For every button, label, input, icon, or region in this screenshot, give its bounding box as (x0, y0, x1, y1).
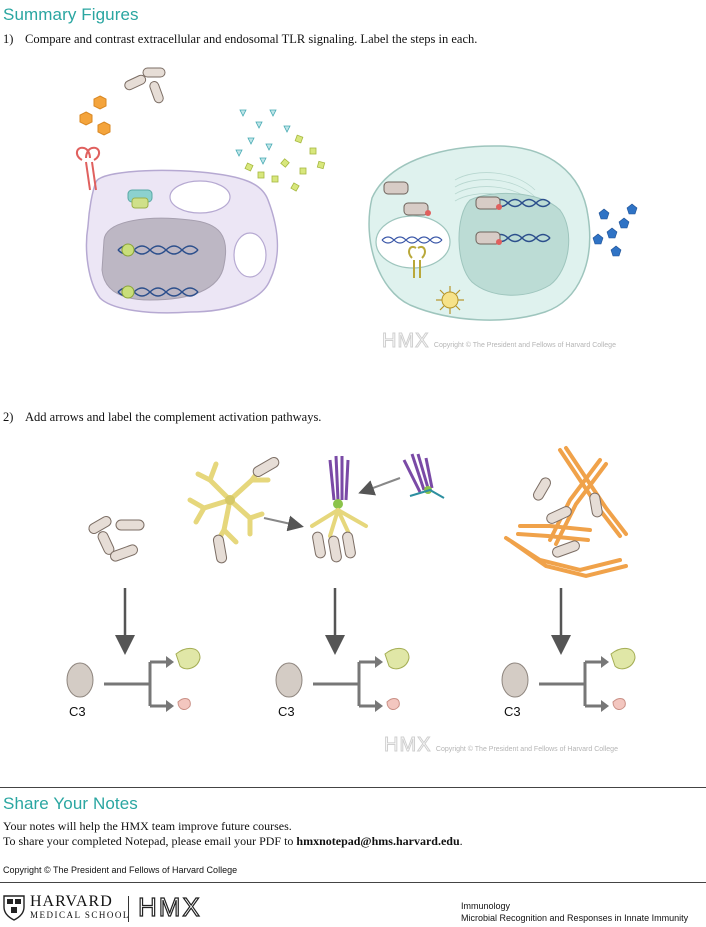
vesicle-icon-2 (233, 232, 267, 278)
watermark-text-2: Copyright © The President and Fellows of… (435, 746, 618, 753)
nucleus-icon-3 (458, 193, 570, 296)
bacteria-cluster-icon (88, 516, 145, 562)
triangle-ligand-icon (235, 109, 291, 165)
c3-cleavage-left (66, 648, 201, 712)
irf-protein-icon (383, 181, 501, 245)
transcription-factor-icon (121, 243, 135, 257)
c3-label-right: C3 (504, 704, 521, 719)
harvard-shield-icon (3, 895, 25, 921)
watermark-text: Copyright © The President and Fellows of… (433, 342, 616, 349)
share-line-2-prefix: To share your completed Notepad, please … (3, 834, 297, 848)
alternative-pathway-complex-icon (504, 446, 628, 579)
question-2: 2) Add arrows and label the complement ac… (3, 410, 321, 425)
logo-divider (128, 896, 129, 922)
copyright-notice: Copyright © The President and Fellows of… (3, 865, 238, 875)
lectin-arrow (263, 515, 304, 532)
hexagon-ligand-icon (79, 95, 111, 136)
c1q-molecule-icon (402, 453, 445, 499)
tlr-receptor-icon (76, 146, 100, 191)
share-line-2: To share your completed Notepad, please … (3, 834, 463, 849)
share-title: Share Your Notes (3, 794, 138, 813)
share-notes: Your notes will help the HMX team improv… (3, 819, 463, 849)
page-title: Summary Figures (3, 5, 139, 24)
question-1-text: Compare and contrast extracellular and e… (25, 32, 478, 46)
tlr-signaling-figure (76, 67, 638, 321)
bacteria-icon-2 (212, 457, 280, 564)
c3-cleavage-right (501, 648, 636, 712)
transcription-factor-icon-2 (121, 285, 135, 299)
endosome-dna-icon (381, 236, 443, 244)
divider (0, 787, 706, 788)
bacteria-cluster-icon-2 (533, 477, 603, 558)
vesicle-icon (169, 180, 231, 214)
complement-pathways-figure (66, 446, 636, 712)
question-1-number: 1) (3, 32, 14, 46)
module-title: Microbial Recognition and Responses in I… (461, 913, 689, 923)
hmx-logo: HMX (137, 891, 202, 922)
watermark-2: HMX Copyright © The President and Fellow… (383, 734, 618, 757)
c3-label-left: C3 (69, 704, 86, 719)
phosphate-icon (425, 204, 502, 245)
square-ligand-icon (244, 134, 326, 192)
share-email-link[interactable]: hmxnotepad@hms.harvard.edu (296, 834, 460, 848)
classical-arrow (358, 477, 401, 496)
nucleus-icon (101, 217, 227, 301)
bacteria-group-icon (124, 67, 166, 104)
c3-cleavage-center (275, 648, 410, 712)
harvard-medical-school-logo: HARVARD MEDICAL SCHOOL (30, 893, 130, 921)
c1-complex-icon (310, 455, 368, 563)
watermark-logo-2: HMX (383, 734, 432, 757)
c3-label-center: C3 (278, 704, 295, 719)
share-line-1: Your notes will help the HMX team improv… (3, 819, 292, 833)
footer-divider (0, 882, 706, 883)
medical-school-wordmark: MEDICAL SCHOOL (30, 910, 130, 920)
mbl-core-icon (225, 495, 235, 505)
virus-icon (436, 286, 464, 314)
watermark-1: HMX Copyright © The President and Fellow… (381, 330, 616, 353)
harvard-wordmark: HARVARD (30, 893, 113, 910)
pentagon-ligand-icon (592, 203, 638, 257)
course-title: Immunology (461, 901, 511, 911)
question-1: 1) Compare and contrast extracellular and… (3, 32, 477, 47)
question-2-number: 2) (3, 410, 14, 424)
share-line-2-suffix: . (459, 834, 463, 848)
course-info: Immunology Microbial Recognition and Res… (461, 900, 688, 924)
adaptor-protein-icon-2 (131, 197, 149, 209)
watermark-logo: HMX (381, 330, 430, 353)
endosomal-tlr-icon (408, 246, 426, 278)
question-2-text: Add arrows and label the complement acti… (25, 410, 322, 424)
